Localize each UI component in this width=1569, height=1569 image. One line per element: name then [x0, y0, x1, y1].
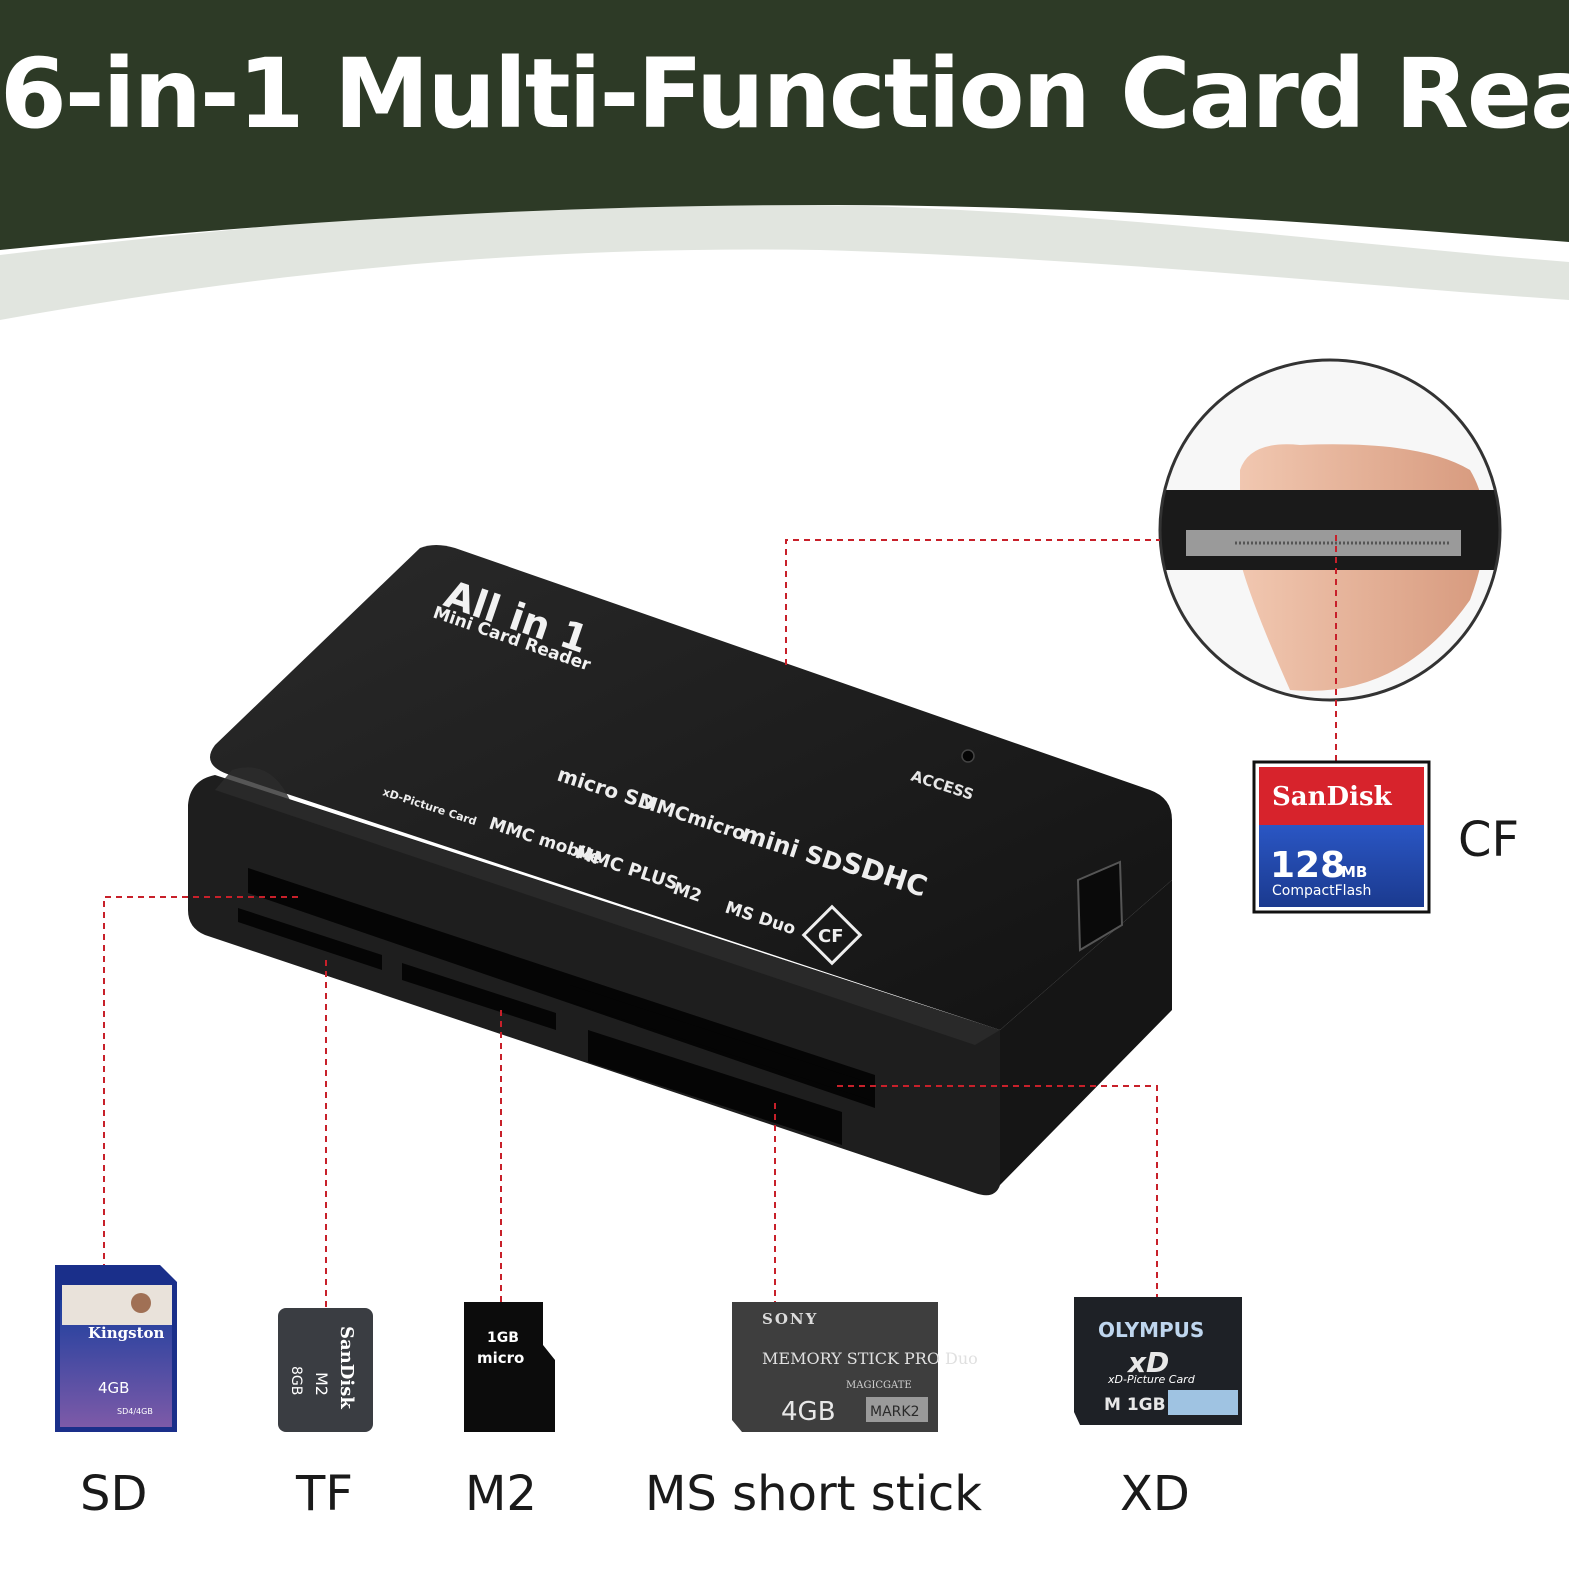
cf-unit: MB: [1341, 863, 1367, 881]
banner-wave-light: [0, 204, 1569, 320]
label-tf: TF: [296, 1466, 353, 1522]
leader-cf-top: [785, 539, 1160, 665]
tf-format: M2: [312, 1372, 331, 1396]
leader-lines: [103, 535, 1337, 1340]
usb-port: [1076, 860, 1124, 952]
label-ms: MS short stick: [645, 1466, 983, 1522]
ms-mark: MARK2: [870, 1404, 919, 1420]
card-m2: 1GB micro: [464, 1302, 555, 1432]
page-title: 6-in-1 Multi-Function Card Reader: [0, 38, 1569, 150]
zoom-circle-border: [1158, 358, 1502, 702]
reader-slot-tf: [238, 908, 382, 970]
logo-cf-diamond: [801, 904, 863, 966]
leader-xd: [837, 1085, 1158, 1305]
card-xd: OLYMPUS xD xD-Picture Card M 1GB: [1074, 1297, 1242, 1425]
zoom-callout: [1158, 358, 1502, 702]
card-ms: SONY MEMORY STICK PRO Duo MAGICGATE 4GB …: [732, 1302, 978, 1432]
xd-brand: OLYMPUS: [1098, 1318, 1204, 1342]
xd-type: xD-Picture Card: [1107, 1373, 1196, 1386]
card-tf: SanDisk M2 8GB: [278, 1308, 373, 1432]
access-led: [961, 749, 975, 763]
cf-brand: SanDisk: [1272, 782, 1393, 812]
label-xd: XD: [1120, 1466, 1190, 1522]
label-sd: SD: [80, 1466, 148, 1522]
leader-sd: [103, 896, 298, 1325]
ms-sub: MAGICGATE: [846, 1380, 912, 1391]
logo-cf: CF: [818, 926, 844, 947]
reader-slot-m2: [402, 963, 556, 1030]
card-reader: ACCESS All in 1 Mini Card Reader xD-Pict…: [188, 545, 1172, 1196]
reader-top-face: [210, 545, 1172, 1030]
sd-capacity: 4GB: [98, 1379, 129, 1397]
tf-brand: SanDisk: [336, 1326, 357, 1409]
cf-type: CompactFlash: [1272, 883, 1371, 899]
reader-side-face: [1000, 880, 1172, 1185]
svg-text:xD: xD: [1126, 1346, 1169, 1379]
tf-capacity: 8GB: [288, 1366, 304, 1395]
card-cf: SanDisk 128 MB CompactFlash: [1252, 760, 1431, 914]
sd-model: SD4/4GB: [117, 1407, 153, 1416]
reader-slot-ms: [570, 985, 870, 1100]
card-sd: Kingston 4GB SD4/4GB: [55, 1265, 177, 1432]
ms-capacity: 4GB: [781, 1397, 836, 1427]
reader-slot-cf: [588, 1030, 842, 1145]
xd-capacity: M 1GB: [1104, 1395, 1166, 1415]
ms-name: MEMORY STICK PRO Duo: [762, 1349, 978, 1368]
sd-brand: Kingston: [88, 1324, 165, 1342]
label-cf: CF: [1458, 812, 1520, 868]
label-m2: M2: [465, 1466, 537, 1522]
m2-capacity: 1GB: [487, 1330, 519, 1346]
ms-brand: SONY: [762, 1310, 818, 1328]
cf-capacity: 128: [1270, 845, 1345, 886]
banner-dark: [0, 0, 1569, 250]
svg-text:micro: micro: [477, 1349, 524, 1367]
header-banner: [0, 0, 1569, 320]
reader-bezel: [215, 767, 1000, 1045]
